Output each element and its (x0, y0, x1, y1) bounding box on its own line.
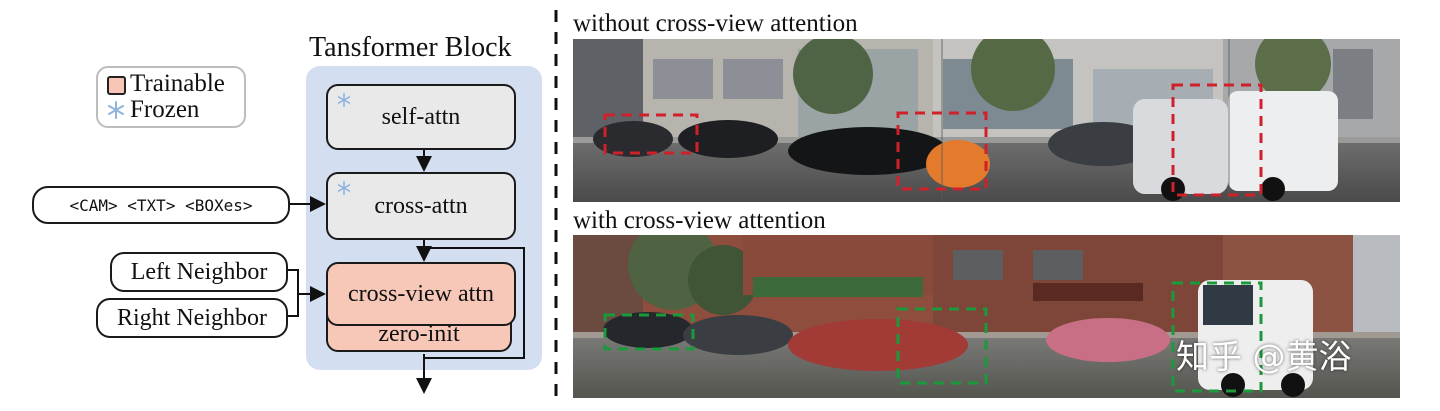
dashed-divider (554, 10, 558, 405)
cross-view-attn-box: cross-view attn (326, 262, 516, 326)
right-neighbor-label: Right Neighbor (117, 304, 267, 331)
snowflake-icon (337, 93, 351, 107)
highlight-box-good (603, 281, 1263, 393)
with-caption: with cross-view attention (573, 207, 826, 234)
cross-attn-label: cross-attn (374, 192, 468, 219)
watermark: 知乎 @黄浴 (1176, 337, 1352, 376)
cross-attn-box: cross-attn (326, 172, 516, 240)
without-caption: without cross-view attention (573, 10, 858, 37)
trainable-swatch-icon (107, 76, 126, 95)
legend: Trainable Frozen (96, 66, 246, 128)
without-cross-view-image (573, 39, 1400, 202)
cross-view-attn-label: cross-view attn (348, 280, 494, 307)
legend-trainable-label: Trainable (130, 70, 225, 97)
self-attn-box: self-attn (326, 84, 516, 150)
left-neighbor-label: Left Neighbor (130, 258, 268, 285)
conditions-input-pill: <CAM> <TXT> <BOXes> (32, 186, 290, 224)
block-title: Tansformer Block (309, 32, 512, 63)
highlight-box-bad (603, 83, 1263, 197)
left-neighbor-pill: Left Neighbor (110, 252, 288, 292)
conditions-label: <CAM> <TXT> <BOXes> (69, 195, 253, 215)
snowflake-icon (108, 101, 124, 119)
snowflake-icon (337, 181, 351, 195)
right-neighbor-pill: Right Neighbor (96, 298, 288, 338)
legend-frozen-label: Frozen (130, 96, 200, 123)
self-attn-label: self-attn (381, 103, 461, 130)
with-cross-view-image (573, 235, 1400, 398)
connector-arrows (285, 146, 525, 394)
